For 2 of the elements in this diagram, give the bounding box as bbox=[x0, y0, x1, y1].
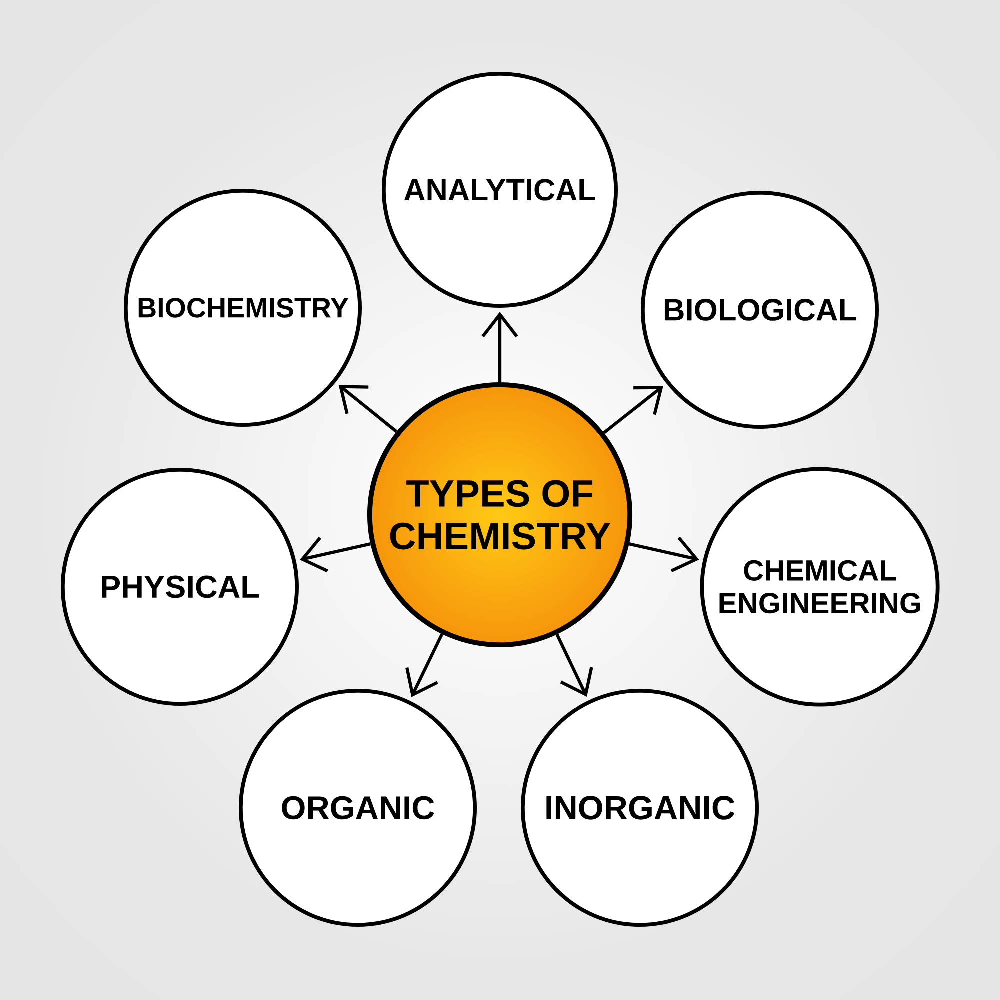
arrow bbox=[603, 386, 664, 434]
arrow bbox=[300, 537, 372, 573]
